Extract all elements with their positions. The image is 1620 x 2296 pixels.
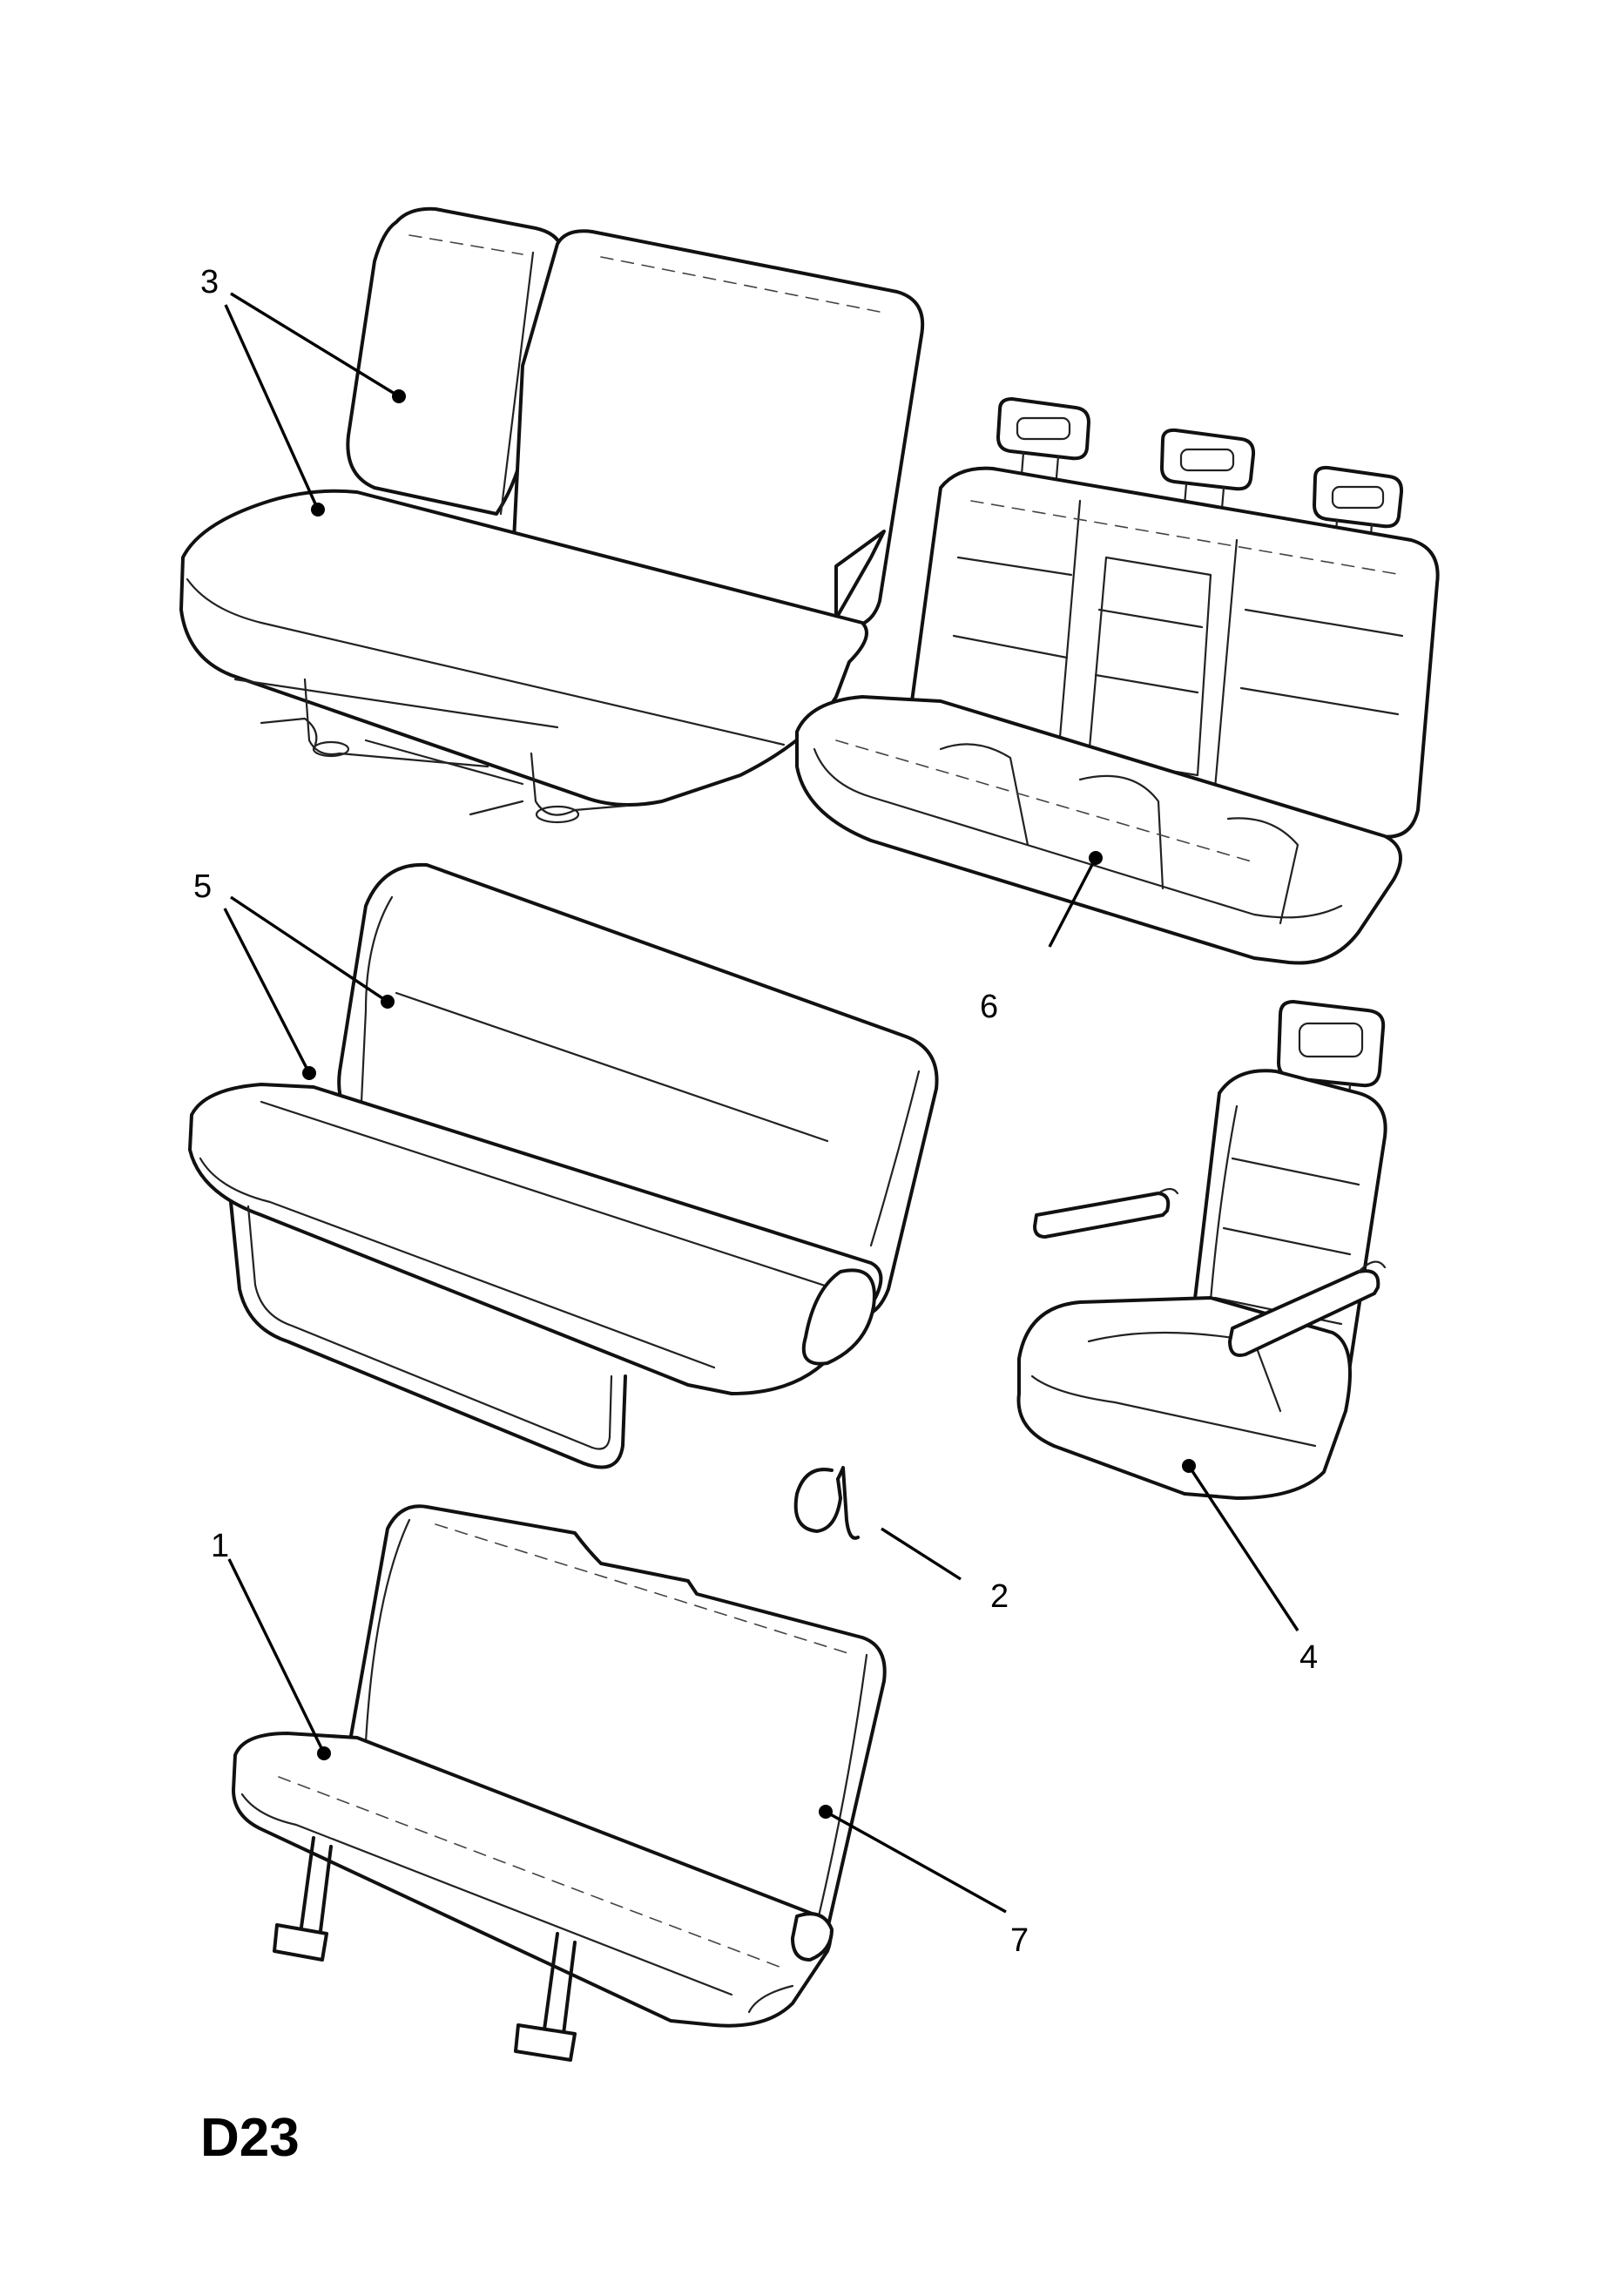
callout-5: 5: [193, 868, 212, 905]
seat-5-folding-bench: [188, 862, 939, 1469]
callout-7: 7: [1010, 1922, 1029, 1959]
seat-6-headrest-bench: [795, 397, 1440, 965]
callout-1: 1: [211, 1528, 229, 1564]
seat-1-7-bench-with-legs: [232, 1504, 887, 2062]
seat-4-armrest-seat: [1016, 1000, 1387, 1500]
callout-6: 6: [980, 989, 998, 1025]
callout-leaders: [223, 292, 1299, 1914]
diagram-code: D23: [200, 2108, 300, 2168]
callout-3: 3: [200, 264, 219, 301]
callout-2: 2: [990, 1578, 1009, 1615]
seat-3-split-bench: [179, 206, 925, 824]
callout-4: 4: [1299, 1639, 1318, 1676]
clip-part-2: [793, 1466, 860, 1540]
